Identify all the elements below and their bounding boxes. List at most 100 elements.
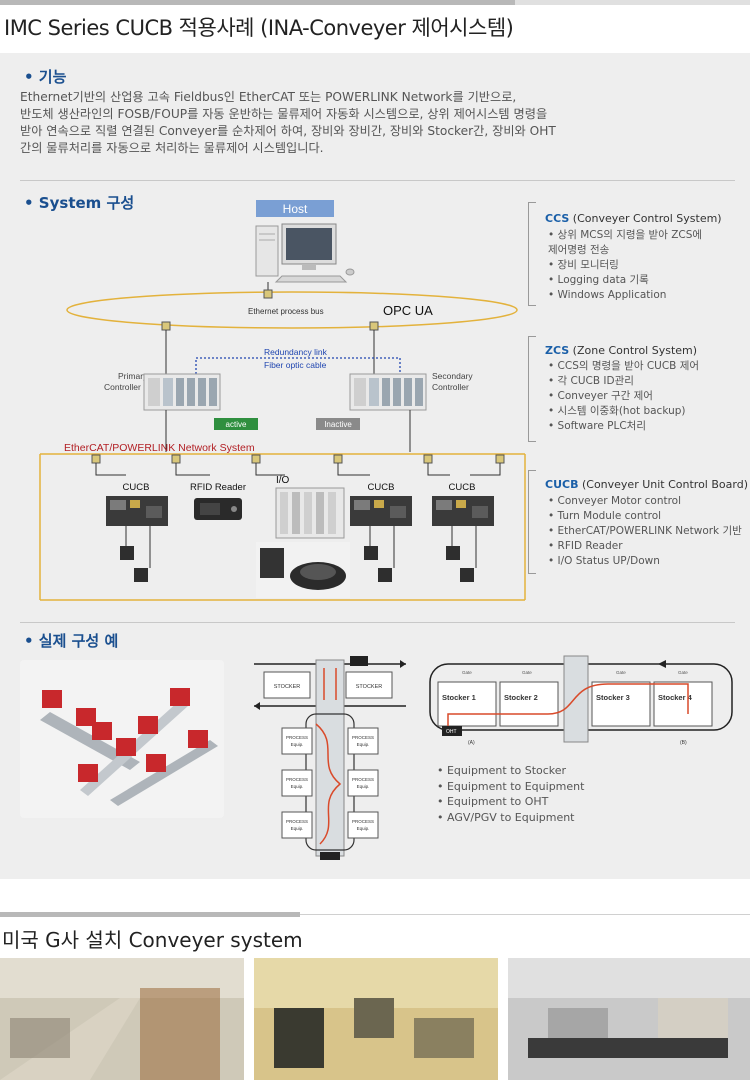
process-label-2: Equip. [357, 826, 370, 831]
process-label-2: Equip. [291, 784, 304, 789]
process-label-1: PROCESS [352, 735, 374, 740]
function-heading: • 기능 [24, 68, 67, 86]
net-node [91, 454, 101, 464]
process-label-2: Equip. [357, 742, 370, 747]
cucb-board [106, 496, 168, 526]
bus-node [263, 289, 273, 299]
opc-ua-bus [66, 291, 518, 329]
secondary-controller [349, 373, 427, 411]
zcs-item: • Software PLC처리 [548, 420, 646, 432]
process-label-1: PROCESS [352, 777, 374, 782]
stocker4-label: Stocker 4 [658, 693, 693, 702]
bottom-title: 미국 G사 설치 Conveyer system [2, 928, 303, 952]
process-label-1: PROCESS [352, 819, 374, 824]
redundancy-label: Redundancy link [264, 347, 328, 357]
mark-a: (A) [468, 740, 475, 746]
process-label-2: Equip. [291, 742, 304, 747]
rfid-reader [194, 498, 242, 520]
cucb2-label: CUCB [368, 482, 395, 493]
ccs-item: • Logging data 기록 [548, 274, 649, 286]
function-line: Ethernet기반의 산업용 고속 Fieldbus인 EtherCAT 또는… [20, 90, 517, 104]
network-label: EtherCAT/POWERLINK Network System [64, 442, 255, 454]
cucb-board [432, 496, 494, 526]
ccs-item: 제어명령 전송 [548, 244, 610, 256]
mark-b: (B) [680, 740, 687, 746]
process-label-2: Equip. [291, 826, 304, 831]
divider [20, 622, 735, 623]
stocker1-label: Stocker 1 [442, 693, 476, 702]
process-layout-diagram: STOCKER STOCKER PROCESS Equip. PROCESS E… [254, 656, 406, 860]
io-module [275, 487, 345, 539]
zcs-item: • 각 CUCB ID관리 [548, 375, 634, 387]
ccs-list: • 상위 MCS의 지령을 받아 ZCS에 제어명령 전송 • 장비 모니터링 … [548, 228, 702, 303]
cucb3-label: CUCB [449, 482, 476, 493]
gate-label: Gate [616, 670, 626, 675]
divider [20, 180, 735, 181]
conveyer-3d-render [20, 660, 224, 818]
zcs-item: • CCS의 명령을 받아 CUCB 제어 [548, 360, 700, 372]
primary-controller [143, 373, 221, 411]
ethernet-bus-label: Ethernet process bus [248, 307, 324, 316]
cucb-item: • EtherCAT/POWERLINK Network 기반 [548, 525, 742, 537]
cucb-list: • Conveyer Motor control • Turn Module c… [548, 494, 742, 569]
install-photo-3 [508, 958, 750, 1080]
computer-icon [255, 223, 355, 283]
cucb-abbr: CUCB [545, 478, 579, 491]
function-description: Ethernet기반의 산업용 고속 Fieldbus인 EtherCAT 또는… [20, 89, 620, 157]
rotary-table-photo [256, 542, 350, 598]
example-item: • AGV/PGV to Equipment [437, 810, 575, 824]
cucb-item: • RFID Reader [548, 540, 623, 552]
cucb-item: • Turn Module control [548, 510, 662, 522]
example-item: • Equipment to OHT [437, 795, 549, 808]
secondary-label-2: Controller [432, 382, 469, 392]
example-list: • Equipment to Stocker • Equipment to Eq… [437, 763, 584, 825]
stocker-right-label: STOCKER [356, 684, 383, 690]
cucb1-label: CUCB [123, 482, 150, 493]
top-rule [0, 0, 750, 5]
cucb-title: CUCB (Conveyer Unit Control Board) [545, 478, 748, 491]
system-heading: • System 구성 [24, 194, 135, 212]
inactive-badge [316, 418, 360, 430]
install-photo-1 [0, 958, 244, 1080]
host-bar [256, 200, 334, 217]
ccs-name: (Conveyer Control System) [569, 212, 722, 225]
process-label-1: PROCESS [286, 735, 308, 740]
bus-node [161, 321, 171, 331]
active-badge [214, 418, 258, 430]
rfid-label: RFID Reader [190, 482, 246, 493]
install-photo-2 [254, 958, 498, 1080]
ccs-item: • 상위 MCS의 지령을 받아 ZCS에 [548, 229, 703, 241]
cucb-item: • Conveyer Motor control [548, 495, 682, 507]
net-node [333, 454, 343, 464]
net-node [423, 454, 433, 464]
process-label-1: PROCESS [286, 777, 308, 782]
opc-ua-label: OPC UA [383, 303, 433, 318]
gate-label: Gate [522, 670, 532, 675]
ccs-item: • 장비 모니터링 [548, 259, 619, 271]
function-line: 간의 물류처리를 자동으로 처리하는 물류제어 시스템입니다. [20, 141, 324, 155]
zcs-title: ZCS (Zone Control System) [545, 344, 697, 357]
example-item: • Equipment to Equipment [437, 779, 585, 793]
bus-node [369, 321, 379, 331]
host-label: Host [283, 202, 308, 216]
io-label: I/O [276, 475, 290, 486]
ccs-abbr: CCS [545, 212, 570, 225]
stocker-left-label: STOCKER [274, 684, 301, 690]
net-node [495, 454, 505, 464]
zcs-abbr: ZCS [545, 344, 570, 357]
cucb-board [350, 496, 412, 526]
function-line: 받아 연속으로 직렬 연결된 Conveyer를 순차제어 하여, 장비와 장비… [20, 124, 556, 138]
cucb-name: (Conveyer Unit Control Board) [578, 478, 748, 491]
zcs-bracket [528, 336, 536, 442]
cucb-item: • I/O Status UP/Down [548, 555, 660, 567]
net-node [251, 454, 261, 464]
gate-label: Gate [678, 670, 688, 675]
stocker2-label: Stocker 2 [504, 693, 538, 702]
zcs-list: • CCS의 명령을 받아 CUCB 제어 • 각 CUCB ID관리 • Co… [548, 359, 699, 434]
gate-label: Gate [462, 670, 472, 675]
active-label: active [226, 420, 247, 429]
secondary-label-1: Secondary [432, 371, 473, 381]
example-heading: • 실제 구성 예 [24, 632, 119, 650]
process-label-1: PROCESS [286, 819, 308, 824]
zcs-name: (Zone Control System) [569, 344, 698, 357]
